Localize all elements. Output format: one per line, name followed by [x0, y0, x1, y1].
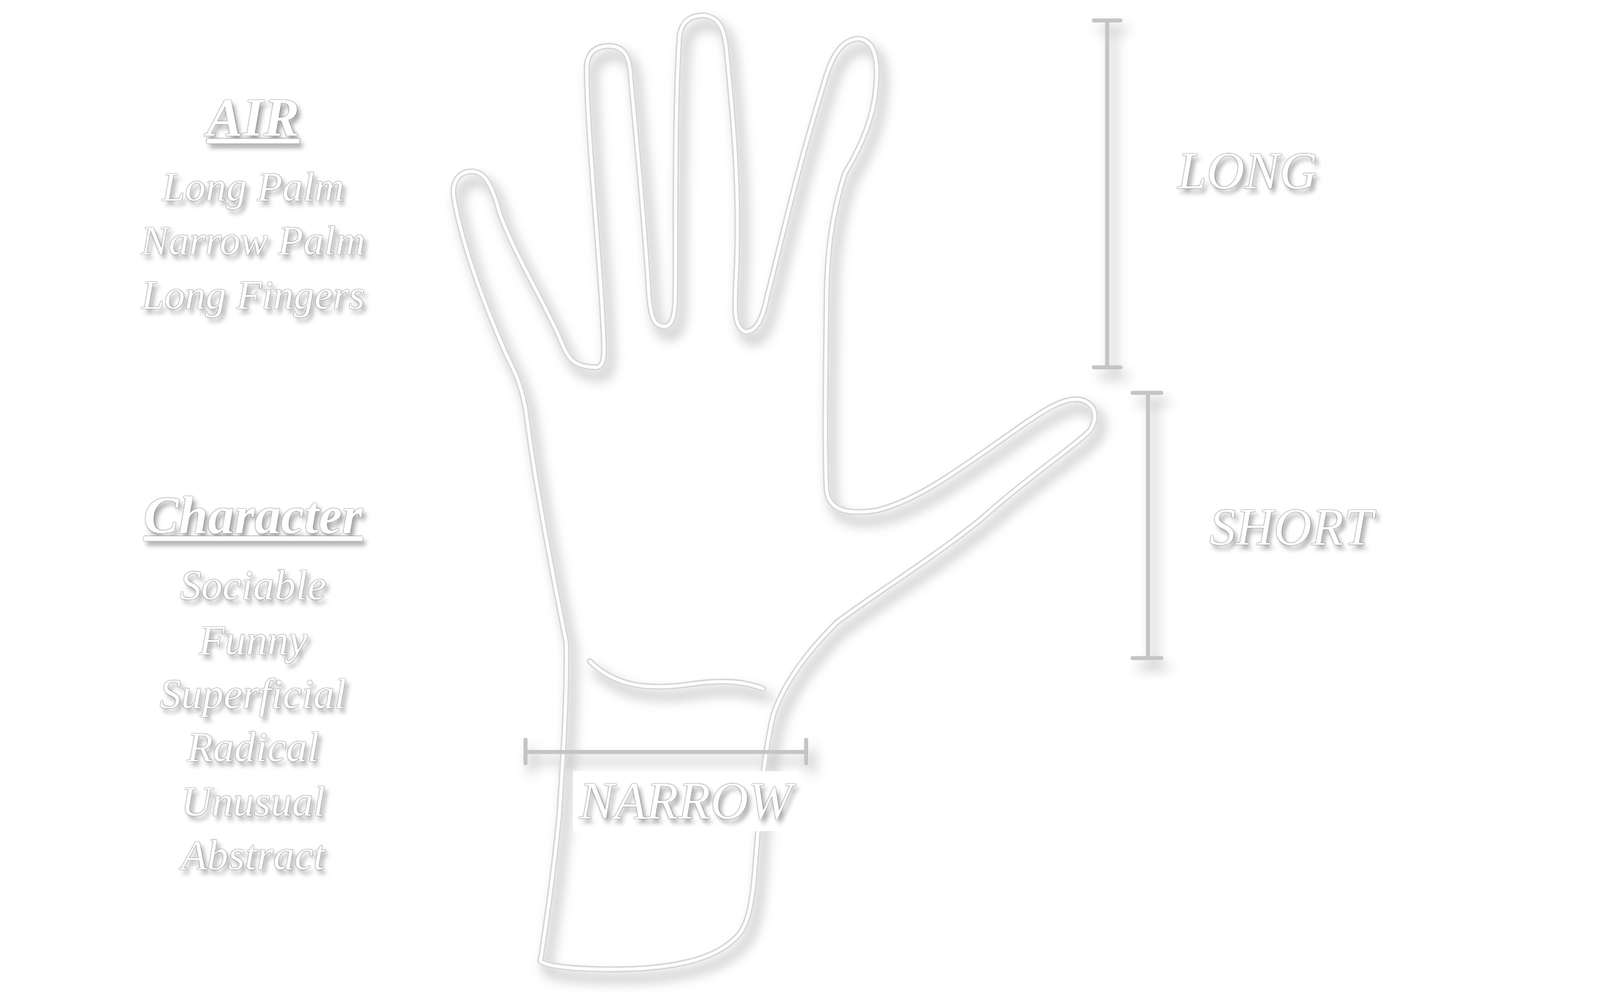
character-trait: Radical — [186, 723, 320, 771]
dimension-label: SHORT — [1209, 498, 1373, 557]
trait-label: Narrow Palm — [141, 218, 366, 264]
dimension-bracket — [525, 20, 1162, 764]
section-heading: Character — [143, 486, 363, 545]
dimension-label: NARROW — [573, 771, 799, 832]
trait-label: Long Palm — [161, 164, 345, 210]
element-heading: AIR — [206, 88, 300, 148]
character-trait: Superficial — [160, 670, 347, 718]
hand-outline — [453, 15, 1095, 970]
character-trait: Unusual — [181, 778, 325, 825]
character-trait: Abstract — [181, 831, 325, 879]
character-trait: Funny — [198, 616, 308, 664]
dimension-label: LONG — [1177, 142, 1318, 200]
trait-label: Long Fingers — [141, 272, 365, 319]
character-trait: Sociable — [180, 561, 327, 609]
wrist-crease — [590, 661, 764, 689]
